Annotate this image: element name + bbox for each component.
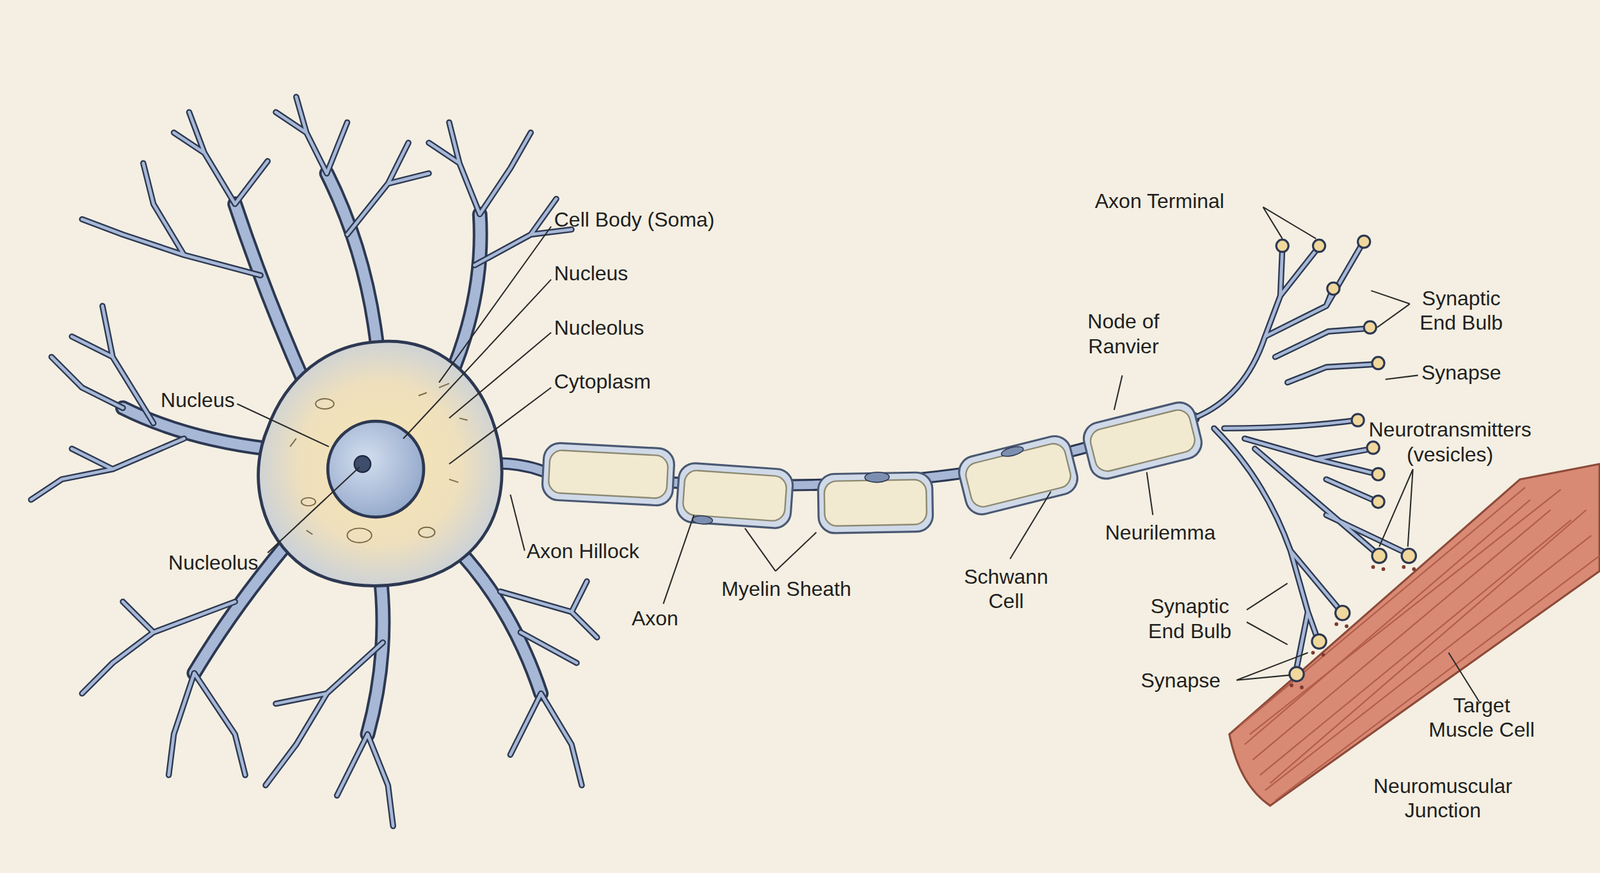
myelin-sheath — [541, 398, 1206, 534]
part-label: Neuromuscular Junction — [1365, 773, 1520, 823]
part-label: Neurilemma — [1105, 520, 1216, 545]
part-label: Synaptic End Bulb — [1138, 593, 1241, 644]
part-label: Target Muscle Cell — [1420, 692, 1543, 742]
part-label: Schwann Cell — [958, 564, 1055, 614]
synaptic-bulbs — [1276, 235, 1416, 681]
leader-lines — [236, 206, 1480, 702]
part-label: Node of Ranvier — [1078, 309, 1168, 359]
nucleus — [327, 421, 424, 518]
part-label: Myelin Sheath — [721, 576, 852, 601]
vesicle-dots — [1289, 565, 1416, 690]
part-label: Cytoplasm — [554, 369, 651, 394]
muscle-cell — [1229, 464, 1600, 806]
part-label: Synaptic End Bulb — [1409, 285, 1513, 335]
part-label: Axon Terminal — [1095, 188, 1225, 214]
axon-and-terminals — [480, 242, 1408, 673]
part-label: Cell Body (Soma) — [554, 207, 715, 232]
part-label: Synapse — [1141, 668, 1222, 693]
part-label: Axon — [631, 606, 679, 631]
part-label: Nucleus — [554, 261, 629, 286]
part-label: Nucleus — [160, 387, 235, 413]
part-label: Nucleolus — [554, 315, 645, 340]
part-label: Nucleolus — [168, 549, 259, 575]
part-label: Synapse — [1421, 360, 1502, 385]
part-label: Neurotransmitters (vesicles) — [1354, 417, 1547, 467]
soma — [258, 341, 503, 586]
part-label: Axon Hillock — [526, 538, 640, 564]
